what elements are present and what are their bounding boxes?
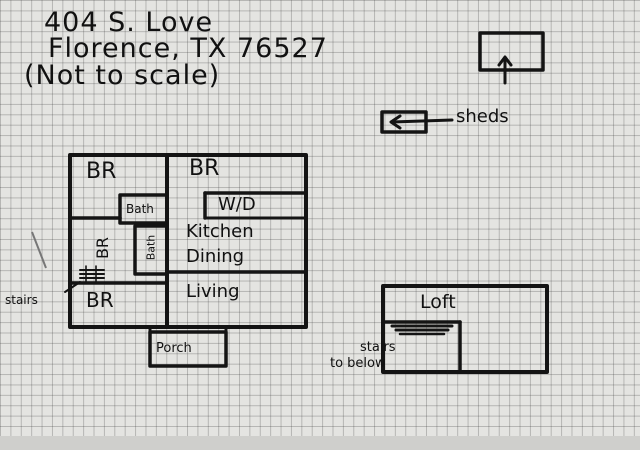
sheds-label: sheds	[456, 106, 509, 127]
room-label-br-mid-left: BR	[93, 236, 113, 260]
shed-small-arrowhead	[389, 114, 402, 130]
title-address: 404 S. Love	[44, 7, 214, 38]
room-label-living: Living	[186, 281, 240, 302]
room-label-br-top-right: BR	[189, 156, 220, 181]
house-outline	[68, 153, 308, 329]
room-label-kitchen: Kitchen	[186, 221, 254, 242]
loft-label: Loft	[420, 291, 456, 313]
stairs-pointer-line	[64, 281, 81, 293]
loft-outline	[381, 284, 549, 374]
stairs-label: stairs	[5, 293, 38, 307]
title-city: Florence, TX 76527	[48, 33, 328, 64]
loft-stairs-label: stairs	[360, 340, 396, 355]
porch-outline	[148, 330, 228, 368]
faint-pencil-mark	[31, 231, 47, 269]
loft-sketch	[381, 284, 549, 374]
wall-bath-upper	[118, 193, 169, 225]
title-note: (Not to scale)	[24, 60, 221, 91]
room-label-wd: W/D	[218, 194, 256, 215]
room-label-porch: Porch	[156, 341, 192, 356]
wall-bath-lower	[133, 224, 169, 276]
shed-large	[478, 31, 545, 72]
room-label-bath-upper: Bath	[126, 202, 154, 216]
loft-stairs-below-label: to below	[330, 356, 386, 371]
room-label-br-bottom-left: BR	[86, 288, 114, 312]
paper-bottom-edge	[0, 436, 640, 450]
shed-small-arrow	[390, 118, 454, 124]
sheds-sketch	[380, 31, 545, 134]
room-label-bath-lower: Bath	[144, 234, 158, 261]
house-floor-plan	[31, 153, 308, 368]
shed-large-arrowhead	[497, 55, 513, 67]
room-label-br-top-left: BR	[86, 159, 117, 184]
room-label-dining: Dining	[186, 246, 245, 267]
